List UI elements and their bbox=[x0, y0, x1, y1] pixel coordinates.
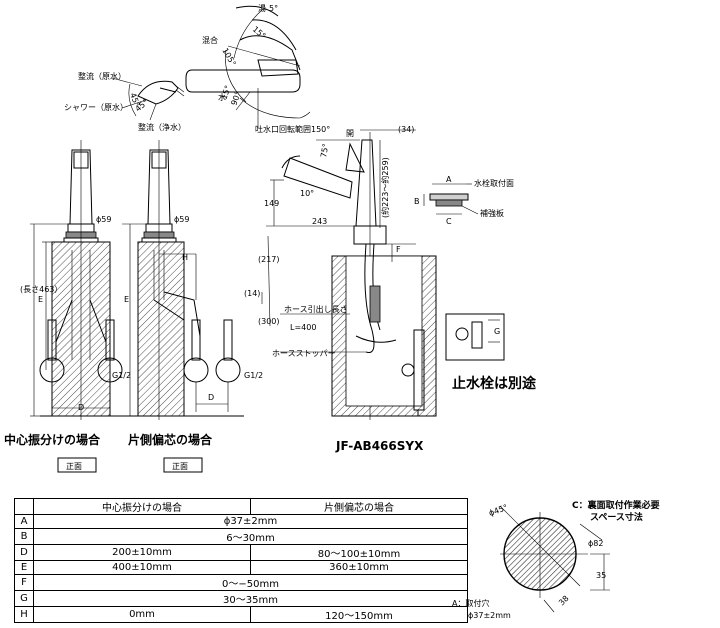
a-label: A：取付穴 bbox=[452, 598, 489, 608]
spec-value: ϕ37±2mm bbox=[33, 514, 468, 529]
spec-row-A: A ϕ37±2mm bbox=[14, 514, 468, 529]
spec-key: D bbox=[14, 544, 34, 561]
dim-149: 149 bbox=[264, 199, 279, 208]
spec-table: 中心振分けの場合 片側偏芯の場合 A ϕ37±2mm B 6～30mm D 20… bbox=[14, 498, 468, 623]
reinforce-label: 補強板 bbox=[480, 208, 504, 218]
spec-row-E: E 400±10mm 360±10mm bbox=[14, 560, 468, 575]
front-view-offset: ϕ59 E H D G1/2 片側偏芯の場合 正面 bbox=[122, 140, 263, 473]
stop-valve-detail: G 止水栓は別途 bbox=[445, 313, 537, 392]
spec-row-G: G 30～35mm bbox=[14, 590, 468, 607]
spec-row-H: H 0mm 120～150mm bbox=[14, 606, 468, 623]
spec-header-center: 中心振分けの場合 bbox=[33, 498, 251, 515]
spec-value: 30～35mm bbox=[33, 590, 468, 607]
mount-face-label: 水栓取付面 bbox=[474, 178, 514, 188]
A-label: A bbox=[446, 175, 452, 184]
tag-front-left: 正面 bbox=[66, 462, 82, 471]
E-label-right: E bbox=[124, 295, 129, 304]
diameter-label-left: ϕ59 bbox=[96, 215, 111, 224]
hose-length-label: L=400 bbox=[290, 323, 316, 332]
spec-value-center: 400±10mm bbox=[33, 560, 251, 575]
spec-value-offset: 120～150mm bbox=[250, 606, 468, 623]
spec-key: H bbox=[14, 606, 34, 623]
mixed-angle: 105° bbox=[220, 47, 237, 68]
spec-header-offset: 片側偏芯の場合 bbox=[250, 498, 468, 515]
dim-range: (約223～約259) bbox=[380, 157, 390, 218]
cold-label: 水 bbox=[218, 92, 226, 102]
B-label: B bbox=[414, 197, 420, 206]
spec-value: 6～30mm bbox=[33, 528, 468, 545]
d35-label: 35 bbox=[596, 571, 606, 580]
open-angle: 75° bbox=[319, 143, 330, 159]
spec-row-B: B 6～30mm bbox=[14, 528, 468, 545]
front-view-center-split: ϕ59 (長さ463） E D G1/2 中心振分けの場合 正面 bbox=[4, 140, 131, 473]
spec-value-offset: 360±10mm bbox=[250, 560, 468, 575]
hot-angle: 5° bbox=[269, 4, 278, 13]
spec-header-row: 中心振分けの場合 片側偏芯の場合 bbox=[14, 498, 468, 515]
spec-row-D: D 200±10mm 80～100±10mm bbox=[14, 544, 468, 561]
g12-label-right: G1/2 bbox=[244, 371, 263, 380]
spec-value: 0～−50mm bbox=[33, 574, 468, 591]
spec-value-offset: 80～100±10mm bbox=[250, 544, 468, 561]
spec-row-F: F 0～−50mm bbox=[14, 574, 468, 591]
H-label: H bbox=[182, 253, 188, 262]
dim-243: 243 bbox=[312, 217, 327, 226]
stream-cold-label: 整流（原水） bbox=[78, 71, 126, 81]
spec-key: F bbox=[14, 574, 34, 591]
mixed-label: 混合 bbox=[202, 35, 218, 45]
D-label-left: D bbox=[78, 403, 84, 412]
caption-center-split: 中心振分けの場合 bbox=[4, 432, 101, 447]
hose-stopper-label: ホースストッパー bbox=[272, 349, 336, 358]
spec-value-center: 200±10mm bbox=[33, 544, 251, 561]
d45-label: ϕ45° bbox=[488, 503, 509, 518]
dim-14: (14) bbox=[244, 289, 260, 298]
spec-key: B bbox=[14, 528, 34, 545]
diameter-label-right: ϕ59 bbox=[174, 215, 189, 224]
angle-15: 15° bbox=[251, 25, 268, 41]
a-value: ϕ37±2mm bbox=[468, 611, 511, 620]
open-label: 開 bbox=[346, 129, 354, 138]
hole-detail: ϕ45° C：裏面取付作業必要 スペース寸法 ϕ82 35 38 A：取付穴 ϕ… bbox=[452, 499, 660, 620]
spec-key: G bbox=[14, 590, 34, 607]
c-title: C：裏面取付作業必要 bbox=[572, 499, 660, 511]
E-label-left: E bbox=[38, 295, 43, 304]
dim-217: (217) bbox=[258, 255, 280, 264]
c-sub: スペース寸法 bbox=[590, 511, 643, 523]
dim-300: (300) bbox=[258, 317, 280, 326]
spec-key: A bbox=[14, 514, 34, 529]
hose-out-label: ホース引出し長さ bbox=[284, 304, 348, 314]
stream-purified-label: 整流（浄水） bbox=[138, 122, 186, 132]
G-label: G bbox=[494, 327, 500, 336]
C-label: C bbox=[446, 217, 452, 226]
tag-front-right: 正面 bbox=[172, 462, 188, 471]
length-label: (長さ463） bbox=[20, 285, 62, 294]
hot-label: 湯 bbox=[258, 3, 266, 13]
side-view: 開 75° (34) (約223～約259) 149 10° 243 (217)… bbox=[244, 125, 437, 453]
d82-label: ϕ82 bbox=[588, 539, 603, 548]
F-label: F bbox=[396, 245, 401, 254]
tag-box-left bbox=[57, 457, 97, 473]
caption-offset: 片側偏芯の場合 bbox=[128, 432, 213, 447]
model-number: JF-AB466SYX bbox=[335, 439, 424, 453]
dim-10: 10° bbox=[300, 189, 314, 198]
spray-head-detail: 整流（原水） シャワー（原水） 整流（浄水） 45° 45° bbox=[64, 71, 186, 132]
g12-label-left: G1/2 bbox=[112, 371, 131, 380]
mount-surface-detail: A B C 水栓取付面 補強板 bbox=[414, 175, 514, 226]
spec-key: E bbox=[14, 560, 34, 575]
valve-note: 止水栓は別途 bbox=[452, 375, 537, 392]
d38-label: 38 bbox=[557, 594, 571, 608]
dim-34: (34) bbox=[398, 125, 414, 134]
spec-header-key bbox=[14, 498, 34, 515]
faucet-top-view: 湯 5° 混合 105° 水 15° 90° 15° 吐水口回転範囲150° bbox=[185, 3, 330, 134]
shower-cold-label: シャワー（原水） bbox=[64, 102, 128, 112]
spec-value-center: 0mm bbox=[33, 606, 251, 623]
D-label-right: D bbox=[208, 393, 214, 402]
tag-box-right bbox=[163, 457, 203, 473]
spout-rotation-label: 吐水口回転範囲150° bbox=[255, 124, 330, 134]
